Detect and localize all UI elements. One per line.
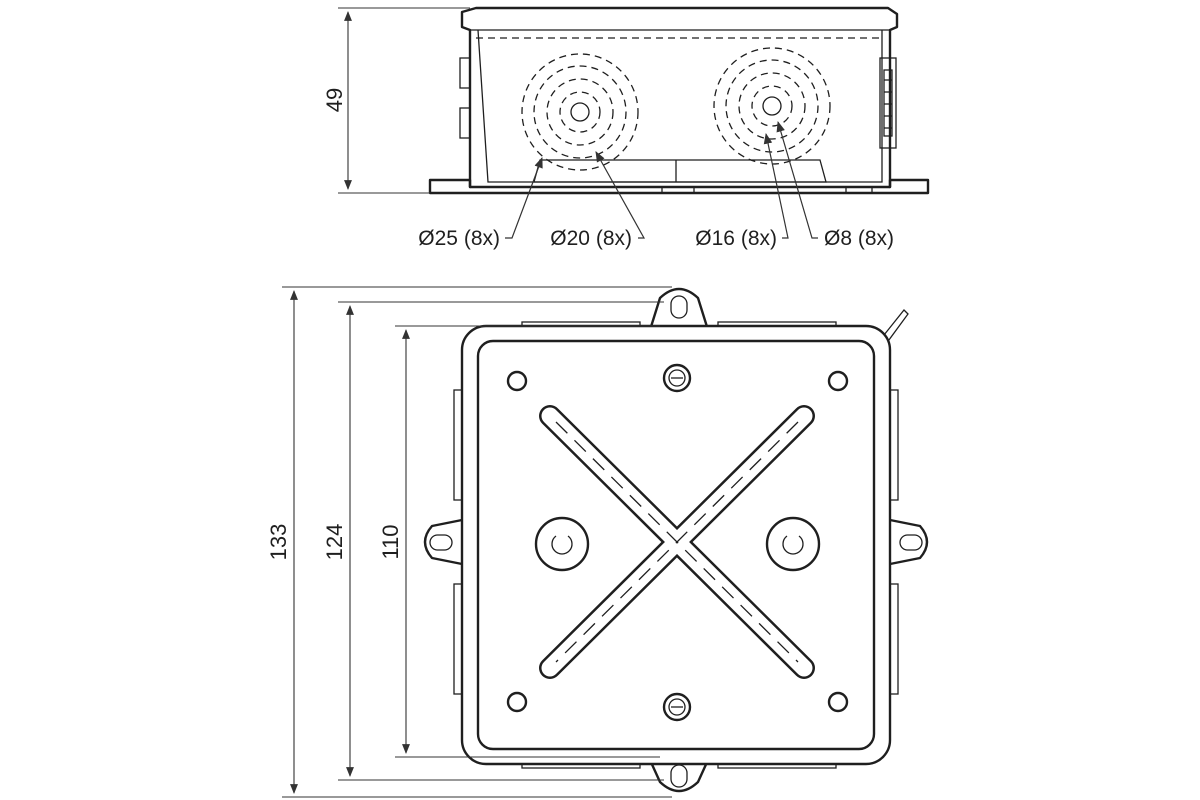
lid-screws	[662, 363, 692, 722]
dimension-label-124: 124	[322, 524, 347, 561]
knockout-label-16: Ø16 (8x)	[695, 227, 777, 250]
knockout-label-20: Ø20 (8x)	[550, 227, 632, 250]
knockout-group-right	[713, 47, 831, 165]
callout-leaders	[505, 120, 818, 239]
dimension-49: 49	[322, 7, 470, 194]
knockout-group-left	[521, 53, 639, 171]
dimension-133: 133	[266, 286, 672, 798]
dimension-124: 124	[322, 301, 664, 781]
knockout-label-8: Ø8 (8x)	[824, 227, 894, 250]
top-view: 133 124 110	[266, 286, 929, 798]
dimension-label-49: 49	[322, 88, 347, 112]
corner-holes	[506, 370, 849, 713]
cross-ribs	[539, 405, 815, 679]
side-bosses	[534, 516, 821, 572]
knockout-label-25: Ø25 (8x)	[418, 227, 500, 250]
side-view: 49 Ø25 (8x) Ø20 (8x) Ø16 (8x) Ø8 (8x)	[322, 6, 930, 250]
box-lid	[476, 339, 876, 751]
mounting-ears	[423, 287, 929, 793]
dimension-label-133: 133	[266, 524, 291, 561]
dimension-label-110: 110	[378, 524, 403, 559]
dimension-110: 110	[378, 325, 660, 758]
